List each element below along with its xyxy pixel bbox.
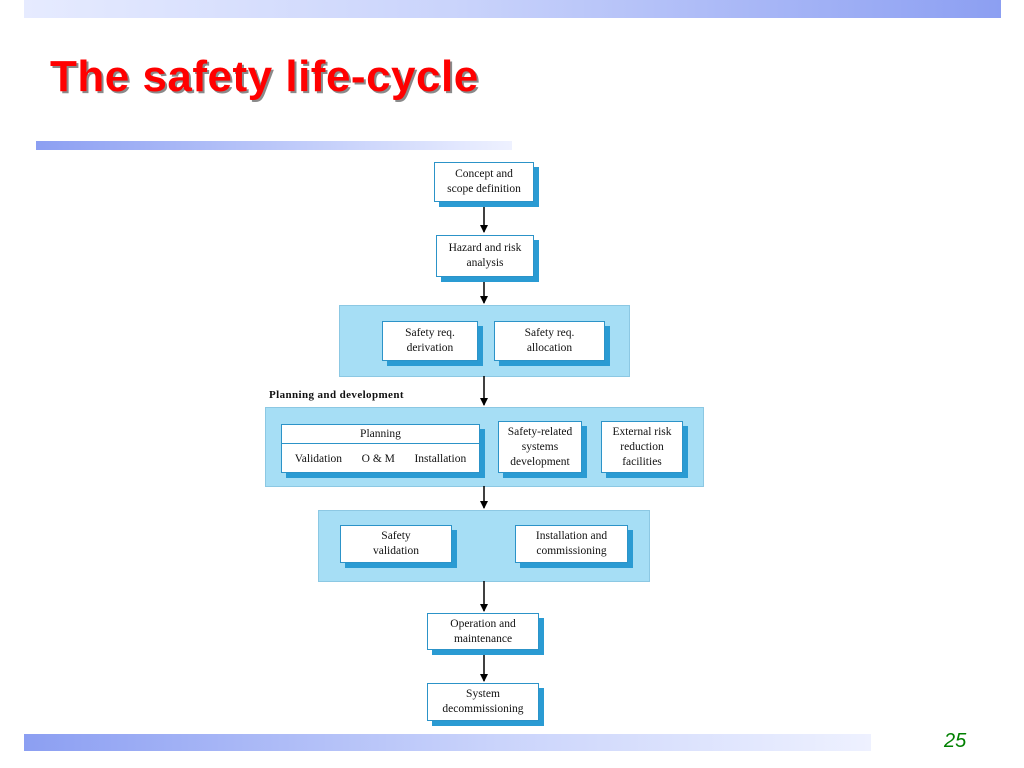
operation-maintenance-label: Operation and maintenance: [450, 617, 516, 645]
slide-title: The safety life-cycle: [50, 52, 479, 101]
concept-scope-definition-box: Concept and scope definition: [434, 162, 534, 202]
safety-req-derivation-box: Safety req. derivation: [382, 321, 478, 361]
installation-commissioning-box: Installation and commissioning: [515, 525, 628, 563]
safety-validation-box: Safety validation: [340, 525, 452, 563]
safety-related-systems-development-label: Safety-related systems development: [507, 425, 573, 468]
installation-commissioning-label: Installation and commissioning: [535, 530, 608, 557]
safety-validation-label: Safety validation: [373, 530, 419, 557]
top-decorative-bar: [24, 0, 1001, 18]
planning-om-label: O & M: [361, 452, 395, 465]
planning-box: Planning Validation O & M Installation: [281, 424, 480, 473]
title-underline-bar: [36, 141, 512, 150]
planning-installation-label: Installation: [414, 452, 467, 465]
system-decommissioning-label: System decommissioning: [442, 688, 524, 715]
planning-title: Planning: [282, 425, 479, 444]
safety-related-systems-development-box: Safety-related systems development: [498, 421, 582, 473]
bottom-decorative-bar: [24, 734, 871, 751]
safety-req-derivation-label: Safety req. derivation: [405, 327, 455, 354]
planning-subitems: Validation O & M Installation: [282, 444, 479, 473]
planning-validation-label: Validation: [294, 452, 343, 465]
safety-req-allocation-box: Safety req. allocation: [494, 321, 605, 361]
planning-development-label: Planning and development: [269, 389, 404, 401]
safety-req-allocation-label: Safety req. allocation: [524, 327, 575, 354]
operation-maintenance-box: Operation and maintenance: [427, 613, 539, 650]
external-risk-reduction-box: External risk reduction facilities: [601, 421, 683, 473]
page-number: 25: [944, 730, 967, 752]
concept-scope-definition-label: Concept and scope definition: [447, 168, 521, 195]
system-decommissioning-box: System decommissioning: [427, 683, 539, 721]
hazard-risk-analysis-label: Hazard and risk analysis: [448, 242, 522, 269]
external-risk-reduction-label: External risk reduction facilities: [612, 425, 672, 468]
hazard-risk-analysis-box: Hazard and risk analysis: [436, 235, 534, 277]
